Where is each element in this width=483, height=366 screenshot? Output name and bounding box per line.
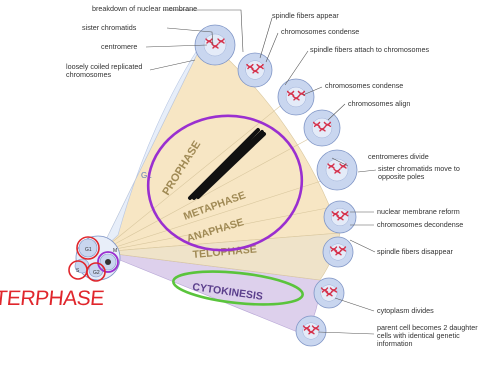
label-centromeres-divide: centromeres divide bbox=[368, 153, 429, 161]
label-spindle-attach: spindle fibers attach to chromosomes bbox=[310, 46, 429, 54]
interphase-handwritten: INTERPHASE bbox=[0, 287, 105, 310]
label-chrom-condense-2: chromosomes condense bbox=[325, 82, 403, 90]
cell-prophase-early bbox=[238, 53, 272, 87]
cell-telophase bbox=[323, 237, 353, 267]
label-chrom-align: chromosomes align bbox=[348, 100, 410, 108]
label-parent-cell: parent cell becomes 2 daughter cells wit… bbox=[377, 324, 481, 348]
cell-cytokinesis-1 bbox=[314, 278, 344, 308]
g2-label: G2 bbox=[93, 270, 100, 276]
cell-prophase-late bbox=[278, 79, 314, 115]
cell-metaphase bbox=[317, 150, 357, 190]
cell-prometaphase bbox=[304, 110, 340, 146]
label-spindle-appear: spindle fibers appear bbox=[272, 12, 339, 20]
cell-anaphase bbox=[324, 201, 356, 233]
g1-label: G1 bbox=[85, 247, 92, 253]
label-loosely-coiled: loosely coiled replicated chromosomes bbox=[66, 63, 150, 79]
label-centromere: centromere bbox=[101, 43, 137, 51]
cell-cytokinesis-2 bbox=[296, 316, 326, 346]
label-sister-move: sister chromatids move to opposite poles bbox=[378, 165, 480, 181]
label-spindle-disappear: spindle fibers disappear bbox=[377, 248, 453, 256]
label-chrom-condense-1: chromosomes condense bbox=[281, 28, 359, 36]
m-label: M bbox=[113, 248, 117, 254]
label-nuclear-reform: nuclear membrane reform bbox=[377, 208, 460, 216]
label-cytoplasm-divides: cytoplasm divides bbox=[377, 307, 434, 315]
label-chrom-decondense: chromosomes decondense bbox=[377, 221, 463, 229]
label-sister-chromatids: sister chromatids bbox=[82, 24, 136, 32]
label-nuclear-membrane-breakdown: breakdown of nuclear membrane bbox=[92, 5, 197, 13]
